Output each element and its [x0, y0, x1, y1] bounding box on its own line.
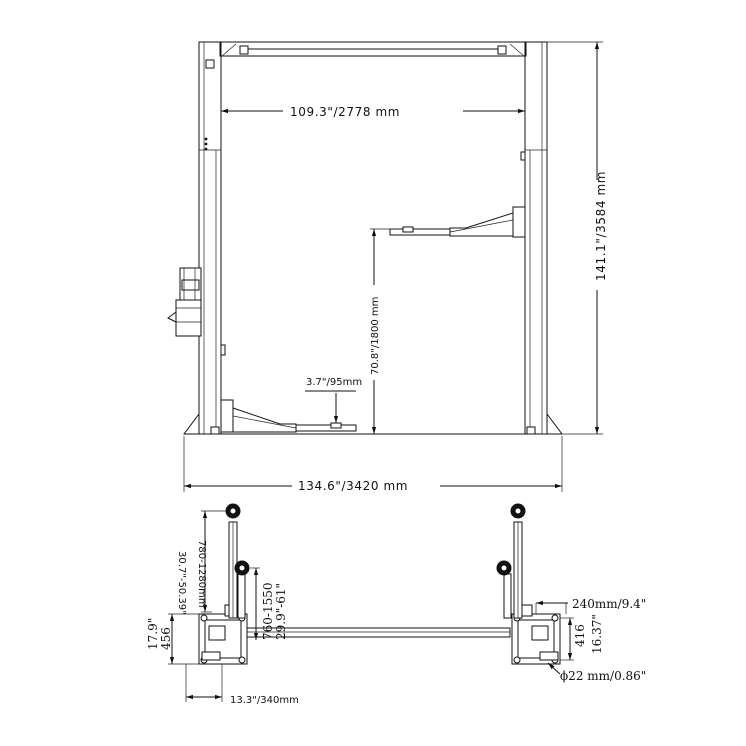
column-depth-inch-label: 17.9" — [146, 618, 160, 650]
base-depth-dimension: 416 16.37" — [560, 614, 604, 661]
base-plates — [183, 412, 563, 435]
overhead-beam — [219, 41, 527, 57]
base-width-dimension: 13.3"/340mm — [185, 664, 299, 706]
power-unit — [167, 267, 202, 337]
column-depth-mm-label: 456 — [159, 627, 173, 650]
base-depth-inch-label: 16.37" — [590, 614, 604, 654]
left-arms-top — [225, 503, 250, 619]
base-depth-mm-label: 416 — [573, 624, 587, 647]
column-depth-dimension: 17.9" 456 — [146, 613, 199, 665]
total-height-label: 141.1"/3584 mm — [594, 171, 608, 281]
right-base-top — [511, 604, 561, 665]
anchor-bolt-callout: ϕ22 mm/0.86" — [547, 662, 646, 683]
left-base-top — [198, 604, 248, 665]
right-column — [520, 41, 548, 435]
arm-reach-short-dimension: 760-1550 29.9"-61" — [250, 567, 288, 641]
arm-reach-short-inch-label: 29.9"-61" — [274, 583, 288, 640]
lowered-lift-arm — [220, 399, 357, 433]
max-lift-label: 70.8"/1800 mm — [370, 297, 381, 375]
max-lift-dimension: 70.8"/1800 mm — [370, 228, 398, 434]
left-column — [198, 41, 226, 435]
overall-width-label: 134.6"/3420 mm — [298, 479, 408, 493]
arm-reach-long-label: 780-1280mm — [196, 540, 207, 608]
anchor-spacing-label: 240mm/9.4" — [572, 597, 646, 611]
min-pad-height-label: 3.7"/95mm — [306, 377, 362, 388]
total-height-dimension: 141.1"/3584 mm — [547, 41, 608, 435]
arm-reach-long-inch-label: 30.7"-50.39" — [176, 551, 187, 615]
anchor-spacing-dimension: 240mm/9.4" — [535, 597, 646, 614]
anchor-bolt-label: ϕ22 mm/0.86" — [560, 669, 646, 683]
right-arms-top — [496, 503, 526, 619]
top-view: 780-1280mm 30.7"-50.39" 760-1550 29.9"-6… — [146, 503, 646, 706]
front-view: 109.3"/2778 mm 141.1"/3584 mm 70.8"/1800… — [167, 41, 608, 493]
inner-width-label: 109.3"/2778 mm — [290, 105, 400, 119]
base-width-label: 13.3"/340mm — [230, 695, 299, 706]
raised-lift-arm — [389, 206, 526, 238]
overall-width-dimension: 134.6"/3420 mm — [183, 436, 563, 493]
inner-width-dimension: 109.3"/2778 mm — [221, 105, 525, 119]
arm-reach-long-dimension: 780-1280mm 30.7"-50.39" — [176, 510, 226, 615]
min-pad-height-dimension: 3.7"/95mm — [305, 377, 362, 423]
arm-reach-short-label: 760-1550 — [261, 583, 275, 641]
